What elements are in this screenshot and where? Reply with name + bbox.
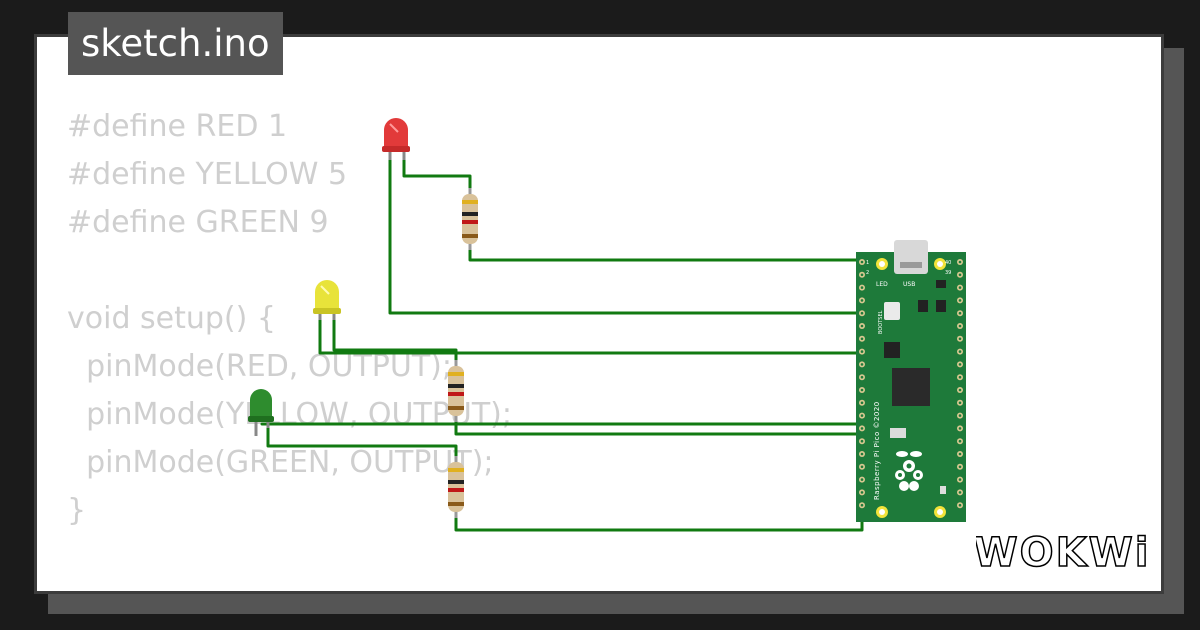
resistor-1[interactable] xyxy=(462,188,478,250)
code-line: pinMode(RED, OUTPUT); xyxy=(67,349,452,384)
file-tab[interactable]: sketch.ino xyxy=(68,12,283,75)
pin-40-label: 40 xyxy=(945,260,951,266)
board-pin-hole xyxy=(958,503,962,507)
board-pins xyxy=(859,259,963,509)
wire[interactable] xyxy=(388,158,862,315)
board-pin-hole xyxy=(860,299,864,302)
rp2040-chip xyxy=(892,368,930,406)
board-pin-hole xyxy=(958,388,962,392)
board-pin-hole xyxy=(860,452,864,456)
board-pin-hole xyxy=(860,439,864,443)
board-pin-hole xyxy=(958,478,962,481)
board-pin-hole xyxy=(958,299,962,302)
wokwi-logo-text: WOKWi xyxy=(976,530,1148,576)
red-led[interactable] xyxy=(382,118,410,160)
pin-1-label: 1 xyxy=(866,260,869,266)
board-pin-hole xyxy=(958,414,962,417)
board-pin-hole xyxy=(958,273,962,277)
board-pin-hole xyxy=(860,350,864,353)
code-line: pinMode(YELLOW, OUTPUT); xyxy=(67,397,512,432)
board-pin-hole xyxy=(860,465,864,469)
yellow-led[interactable] xyxy=(313,280,341,320)
wire[interactable] xyxy=(468,242,862,262)
code-line: #define GREEN 9 xyxy=(67,205,329,240)
board-pin-hole xyxy=(860,375,864,379)
board-pin-hole xyxy=(958,311,962,315)
board-pin-hole xyxy=(958,491,962,494)
board-pin-hole xyxy=(860,260,864,264)
wire[interactable] xyxy=(402,158,472,196)
board-pin-hole xyxy=(860,491,864,494)
wire[interactable] xyxy=(454,512,864,532)
pin-39-label: 39 xyxy=(945,270,951,276)
code-line: #define YELLOW 5 xyxy=(67,157,348,192)
board-pin-hole xyxy=(958,324,962,328)
board-pin-hole xyxy=(860,427,864,430)
bootsel-label: BOOTSEL xyxy=(878,310,884,334)
green-led[interactable] xyxy=(248,389,274,436)
board-pin-hole xyxy=(958,286,962,289)
wire[interactable] xyxy=(332,318,458,367)
pin-2-label: 2 xyxy=(866,270,869,276)
board-pin-hole xyxy=(958,350,962,353)
code-line: } xyxy=(67,493,87,528)
wire[interactable] xyxy=(266,426,458,463)
code-line: #define RED 1 xyxy=(67,109,288,144)
board-pin-hole xyxy=(860,503,864,507)
wires xyxy=(260,158,864,532)
board-pin-hole xyxy=(958,452,962,456)
board-pin-hole xyxy=(958,465,962,469)
board-pin-hole xyxy=(958,401,962,405)
code-line: pinMode(GREEN, OUTPUT); xyxy=(67,445,494,480)
code-editor: #define RED 1 #define YELLOW 5 #define GRE… xyxy=(67,103,512,591)
board-pin-hole xyxy=(958,375,962,379)
resistor-3[interactable] xyxy=(448,456,464,518)
board-pin-hole xyxy=(860,337,864,341)
board-pin-hole xyxy=(860,388,864,392)
wokwi-logo[interactable]: WOKWi xyxy=(976,528,1148,576)
board-name: Raspberry Pi Pico ©2020 xyxy=(873,401,881,500)
led-label: LED xyxy=(876,281,888,288)
code-line: void loop() { xyxy=(67,583,512,591)
board-pin-hole xyxy=(958,337,962,341)
board-pin-hole xyxy=(860,414,864,417)
usb-port xyxy=(894,240,928,274)
board-pin-hole xyxy=(958,439,962,443)
board-pin-hole xyxy=(860,286,864,289)
board-pin-hole xyxy=(860,478,864,481)
resistor-2[interactable] xyxy=(448,360,464,422)
board-pin-hole xyxy=(860,324,864,328)
bootsel-button[interactable] xyxy=(884,302,900,320)
board-pin-hole xyxy=(958,427,962,430)
board-pin-hole xyxy=(958,363,962,366)
wire[interactable] xyxy=(318,318,862,355)
board-pin-hole xyxy=(860,401,864,405)
code-line: void setup() { xyxy=(67,301,276,336)
board-pin-hole xyxy=(860,273,864,277)
board-pin-hole xyxy=(860,363,864,366)
board-pin-hole xyxy=(958,260,962,264)
usb-label: USB xyxy=(903,281,915,288)
board-pin-hole xyxy=(860,311,864,315)
pico-board[interactable]: LED USB 1 2 40 39 BOOTSEL Raspberry Pi P… xyxy=(856,240,966,522)
